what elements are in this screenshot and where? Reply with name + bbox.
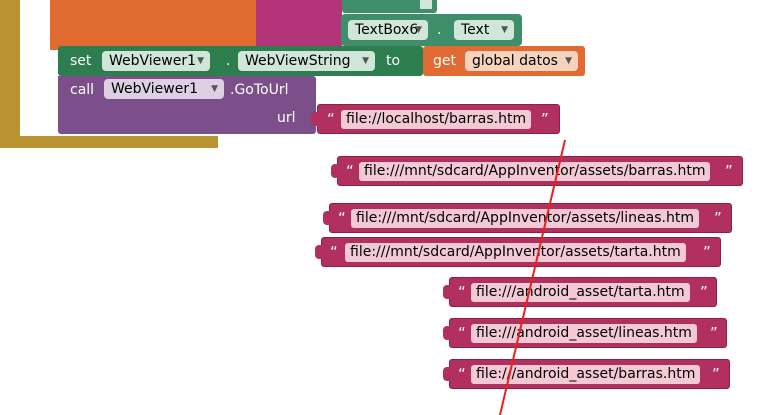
block-connector (331, 164, 339, 178)
get-global-block[interactable]: get global datos ▼ (423, 46, 585, 76)
string-block-asset-tarta[interactable]: “ file:///android_asset/tarta.htm ” (443, 277, 717, 307)
procedure-block[interactable] (256, 0, 342, 50)
global-variable-dropdown[interactable]: global datos ▼ (465, 51, 578, 71)
close-quote: ” (703, 243, 711, 261)
close-quote: ” (710, 324, 718, 342)
chevron-down-icon: ▼ (565, 56, 572, 66)
chevron-down-icon: ▼ (211, 84, 218, 94)
block-connector (443, 326, 451, 340)
open-quote: “ (338, 209, 346, 227)
gotourl-label: .GoToUrl (230, 82, 289, 98)
string-block-asset-lineas[interactable]: “ file:///android_asset/lineas.htm ” (443, 318, 727, 348)
orange-block[interactable] (50, 0, 256, 50)
global-variable-label: global datos (472, 53, 558, 69)
open-quote: “ (327, 110, 335, 128)
block-connector (315, 245, 323, 259)
call-keyword: call (70, 82, 95, 98)
string-field[interactable]: file:///android_asset/lineas.htm (471, 324, 697, 343)
close-quote: ” (541, 110, 549, 128)
set-dot-label: . (226, 53, 231, 69)
webviewstring-label: WebViewString (245, 53, 351, 69)
string-field[interactable]: file:///android_asset/barras.htm (471, 365, 701, 384)
string-field[interactable]: file:///mnt/sdcard/AppInventor/assets/ba… (359, 162, 711, 181)
text-property-dropdown[interactable]: Text ▼ (454, 20, 514, 40)
open-quote: “ (458, 365, 466, 383)
textbox6-text-block[interactable]: TextBox6 ▼ . Text ▼ (341, 14, 522, 46)
webviewstring-dropdown[interactable]: WebViewString ▼ (238, 51, 375, 71)
open-quote: “ (458, 283, 466, 301)
to-label: to (386, 53, 401, 69)
set-component-dropdown[interactable]: WebViewer1 ▼ (102, 51, 210, 71)
close-quote: ” (725, 162, 733, 180)
socket-top (342, 0, 437, 13)
textbox6-label: TextBox6 (355, 22, 419, 38)
set-webviewstring-block[interactable]: set WebViewer1 ▼ . WebViewString ▼ to (58, 46, 423, 76)
call-gotourl-block[interactable]: call WebViewer1 ▼ .GoToUrl url (58, 76, 316, 134)
block-connector (443, 367, 451, 381)
chevron-down-icon: ▼ (362, 56, 369, 66)
open-quote: “ (330, 243, 338, 261)
close-quote: ” (712, 365, 720, 383)
socket-top-field (420, 0, 432, 9)
set-keyword: set (70, 53, 92, 69)
close-quote: ” (700, 283, 708, 301)
url-arg-label: url (277, 110, 296, 126)
chevron-down-icon: ▼ (501, 25, 508, 35)
open-quote: “ (346, 162, 354, 180)
string-field[interactable]: file:///mnt/sdcard/AppInventor/assets/li… (351, 209, 699, 228)
text-property-label: Text (461, 22, 490, 38)
set-component-label: WebViewer1 (109, 53, 197, 69)
block-connector (443, 285, 451, 299)
dot-label: . (437, 22, 442, 38)
string-block-asset-barras[interactable]: “ file:///android_asset/barras.htm ” (443, 359, 730, 389)
call-component-label: WebViewer1 (111, 81, 199, 97)
textbox6-dropdown[interactable]: TextBox6 ▼ (348, 20, 428, 40)
get-keyword: get (433, 53, 456, 69)
block-connector (323, 211, 331, 225)
open-quote: “ (458, 324, 466, 342)
chevron-down-icon: ▼ (415, 25, 422, 35)
string-block-sdcard-lineas[interactable]: “ file:///mnt/sdcard/AppInventor/assets/… (323, 203, 732, 233)
chevron-down-icon: ▼ (197, 56, 204, 66)
string-block-barras-localhost[interactable]: “ file://localhost/barras.htm ” (311, 104, 560, 134)
string-field[interactable]: file://localhost/barras.htm (341, 110, 532, 129)
call-component-dropdown[interactable]: WebViewer1 ▼ (104, 79, 224, 99)
string-block-sdcard-barras[interactable]: “ file:///mnt/sdcard/AppInventor/assets/… (331, 156, 743, 186)
string-block-sdcard-tarta[interactable]: “ file:///mnt/sdcard/AppInventor/assets/… (315, 237, 721, 267)
close-quote: ” (714, 209, 722, 227)
string-field[interactable]: file:///mnt/sdcard/AppInventor/assets/ta… (345, 243, 686, 262)
block-connector (311, 112, 319, 126)
